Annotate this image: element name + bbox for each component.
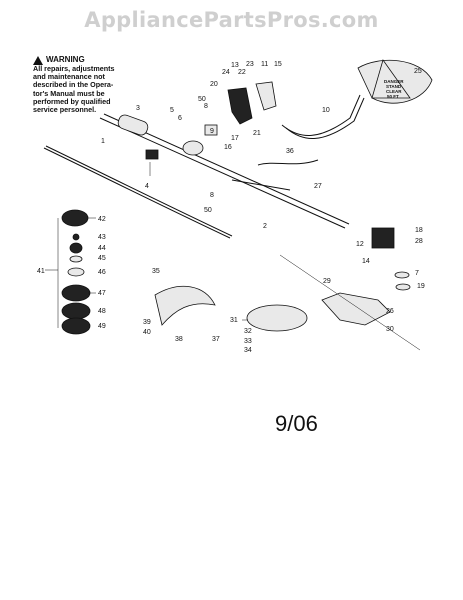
spring [69, 242, 83, 254]
part-label: 22 [238, 69, 246, 76]
handle-right-half [255, 81, 277, 111]
part-label: 39 [143, 319, 151, 326]
spool [61, 284, 91, 302]
part-label: 21 [253, 130, 261, 137]
assist-handle-edge [285, 97, 365, 139]
blade [246, 304, 308, 332]
part-label: 48 [98, 308, 106, 315]
part-label: 36 [286, 148, 294, 155]
danger-decal-triangle [371, 59, 411, 99]
leader-line [279, 254, 421, 351]
part-label: 46 [98, 269, 106, 276]
outer-spool [61, 302, 91, 320]
warning-line: tor's Manual must be [33, 88, 105, 98]
leader-lines [45, 162, 421, 351]
part-label: 7 [415, 270, 419, 277]
part-label: 8 [210, 192, 214, 199]
part-label: 25 [414, 68, 422, 75]
clutch-drum [117, 114, 149, 136]
washer [394, 271, 410, 279]
spool-cover [61, 209, 89, 227]
part-label: 19 [417, 283, 425, 290]
part-label: 26 [386, 308, 394, 315]
warning-title-row: WARNING [33, 56, 133, 65]
part-label: 38 [175, 336, 183, 343]
part-label: 42 [98, 216, 106, 223]
head-housing [61, 317, 91, 335]
part-label: 41 [37, 268, 45, 275]
part-label: 5 [170, 107, 174, 114]
clamp-bracket [145, 149, 159, 160]
part-label: 34 [244, 347, 252, 354]
shaft-tube [99, 117, 346, 229]
part-label: 17 [231, 135, 239, 142]
debris-shield [154, 286, 216, 326]
part-label: 32 [244, 328, 252, 335]
part-label: 18 [415, 227, 423, 234]
part-label: 35 [152, 268, 160, 275]
warning-line: described in the Opera- [33, 80, 114, 90]
drive-cable-edge [45, 145, 233, 237]
part-label: 13 [231, 62, 239, 69]
drive-cable [43, 147, 231, 239]
part-label: 6 [178, 115, 182, 122]
part-label: 1 [101, 138, 105, 145]
warning-triangle-icon [33, 56, 43, 65]
washer [395, 283, 411, 291]
date-stamp: 9/06 [275, 411, 318, 436]
danger-decal-line: DANGER [384, 79, 404, 84]
warning-title: WARNING [46, 55, 85, 65]
danger-decal-line: 50 FT [387, 94, 399, 99]
part-label: 40 [143, 329, 151, 336]
throttle-housing [204, 124, 218, 136]
part-label: 31 [230, 317, 238, 324]
retainer [72, 233, 80, 241]
blade-guard [321, 292, 391, 326]
part-label: 29 [323, 278, 331, 285]
danger-decal-line: CLEAR [386, 89, 402, 94]
part-label: 24 [222, 69, 230, 76]
part-label: 47 [98, 290, 106, 297]
warning-line: All repairs, adjustments [33, 64, 115, 73]
hub [67, 267, 85, 277]
handle-left-half [227, 87, 253, 125]
washer [69, 255, 83, 263]
part-label: 2 [263, 223, 267, 230]
warning-notice: WARNING All repairs, adjustments and mai… [33, 56, 133, 114]
warning-line: performed by qualified [33, 96, 111, 106]
stop-wire [257, 159, 319, 166]
part-label: 8 [204, 103, 208, 110]
part-label: 11 [261, 61, 268, 68]
part-label: 43 [98, 234, 106, 241]
part-label: 3 [136, 105, 140, 112]
part-label: 20 [210, 81, 218, 88]
part-label: 23 [246, 61, 254, 68]
part-label: 14 [362, 258, 370, 265]
part-label: 49 [98, 323, 106, 330]
danger-decal-line: STAND [386, 84, 402, 89]
part-label: 15 [274, 61, 282, 68]
part-label: 27 [314, 183, 322, 190]
part-label: 50 [198, 96, 206, 103]
part-label: 16 [224, 144, 232, 151]
assist-handle [281, 94, 361, 136]
warning-line: and maintenance not [33, 72, 105, 82]
watermark: AppliancePartsPros.com [84, 8, 379, 32]
part-label: 9 [210, 128, 214, 135]
part-label: 33 [244, 338, 252, 345]
part-label: 50 [204, 207, 212, 214]
gearbox [371, 227, 395, 249]
part-label: 10 [322, 107, 330, 114]
part-label: 4 [145, 183, 149, 190]
part-label: 44 [98, 245, 106, 252]
part-label: 28 [415, 238, 423, 245]
grip-sleeve [231, 179, 291, 191]
part-label: 12 [356, 241, 364, 248]
warning-line: service personnel. [33, 105, 97, 115]
part-label: 45 [98, 255, 106, 262]
part-label: 37 [212, 336, 220, 343]
housing-collar [182, 140, 204, 156]
